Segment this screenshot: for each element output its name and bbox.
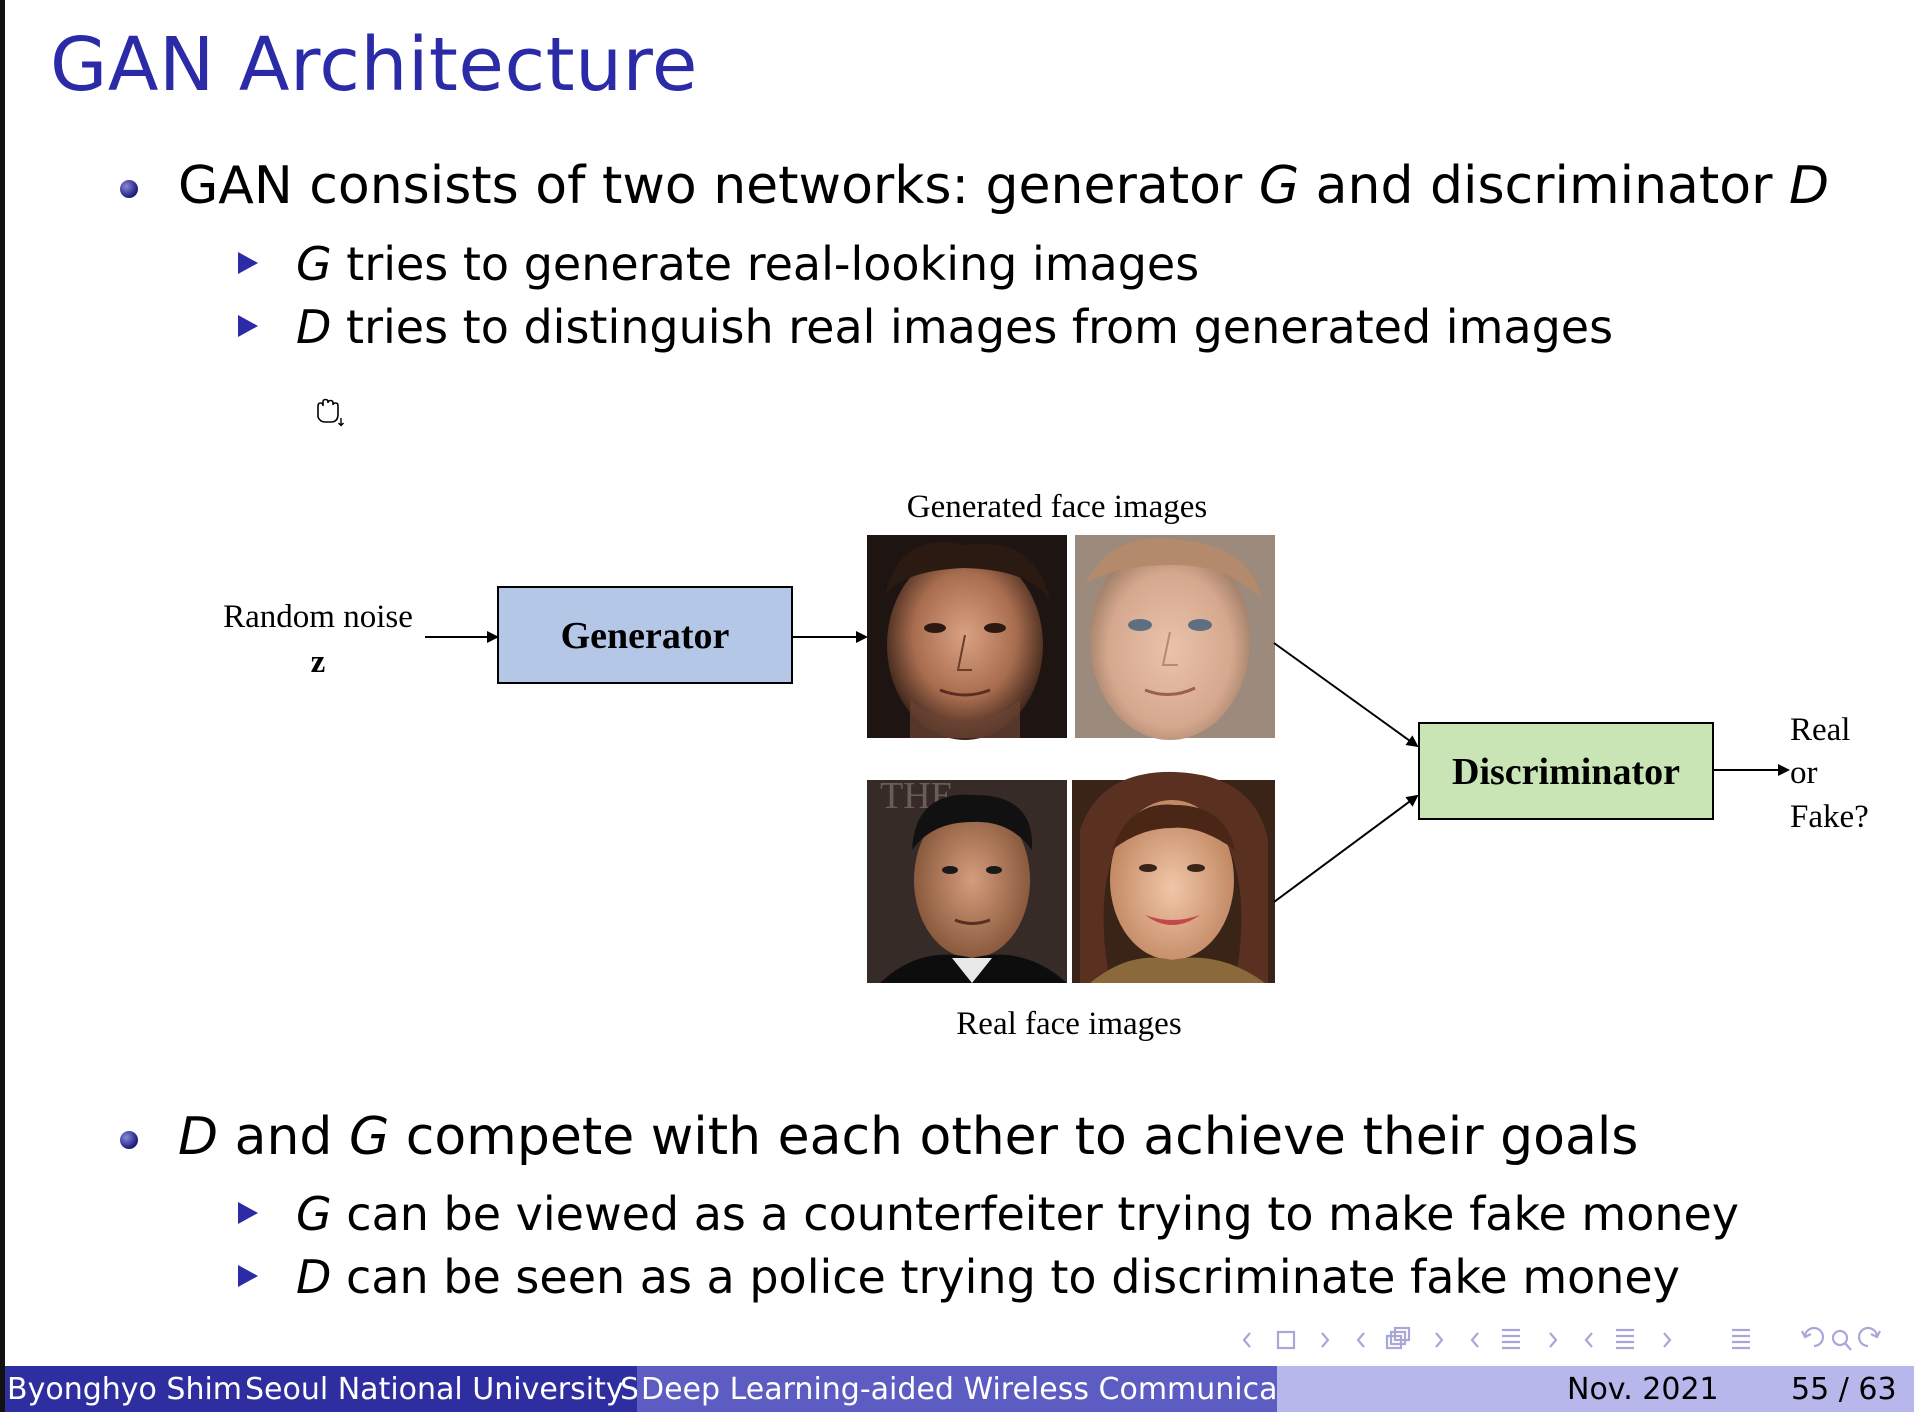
footer-date-section: Nov. 2021 55 / 63 [1277, 1366, 1914, 1412]
sub-text: can be viewed as a counterfeiter trying … [331, 1187, 1740, 1241]
redo-icon[interactable] [1857, 1326, 1881, 1348]
footer-date: Nov. 2021 [1567, 1372, 1719, 1407]
sub-bullet-1-1: G tries to generate real-looking images [296, 237, 1199, 291]
var-G: G [1258, 156, 1300, 216]
generator-box [497, 586, 793, 684]
sub-var: G [296, 237, 332, 291]
nav-frame-icon[interactable] [1242, 1330, 1330, 1350]
sub-bullet-marker [238, 252, 258, 274]
undo-icon[interactable] [1801, 1326, 1825, 1348]
sub-text: can be seen as a police trying to discri… [331, 1250, 1680, 1304]
search-icon[interactable] [1831, 1329, 1852, 1351]
footer-institution: Seoul National University [245, 1372, 624, 1407]
bullet-2-mid: and [218, 1107, 349, 1167]
sub-bullet-marker [238, 1265, 258, 1287]
nav-subsection-icon[interactable] [1356, 1326, 1444, 1350]
sub-bullet-marker [238, 315, 258, 337]
bullet-1-mid: and discriminator [1299, 156, 1790, 216]
generated-caption: Generated face images [907, 489, 1207, 525]
generated-face-image [867, 535, 1067, 740]
footer-page-number: 55 / 63 [1791, 1372, 1897, 1407]
var-G: G [348, 1107, 390, 1167]
bullet-marker [120, 180, 138, 198]
var-D: D [1789, 156, 1830, 216]
hand-cursor-icon [317, 398, 344, 427]
real-caption: Real face images [956, 1006, 1181, 1042]
sub-text: tries to distinguish real images from ge… [331, 300, 1614, 354]
bullet-1-pre: GAN consists of two networks: generator [178, 156, 1259, 216]
real-face-image: THE [867, 775, 1067, 983]
footer-title-section: Deep Learning-aided Wireless Communicati… [637, 1366, 1335, 1412]
generator-label: Generator [561, 615, 730, 657]
output-real: Real [1790, 712, 1850, 748]
nav-section-icon[interactable] [1470, 1328, 1558, 1350]
sub-text: tries to generate real-looking images [331, 237, 1200, 291]
footer: Byonghyo Shim Seoul National University … [0, 1366, 1914, 1412]
arrow-real-to-discriminator [1273, 794, 1419, 903]
bullet-marker [120, 1131, 138, 1149]
bullet-1-text: GAN consists of two networks: generator … [178, 156, 1829, 216]
arrow-generated-to-discriminator [1273, 642, 1419, 748]
discriminator-box [1418, 722, 1714, 820]
nav-subsubsection-icon[interactable] [1584, 1328, 1672, 1350]
navigation-bar [1242, 1326, 1881, 1351]
footer-author: Byonghyo Shim [7, 1372, 243, 1407]
discriminator-label: Discriminator [1452, 751, 1680, 793]
sub-bullet-1-2: D tries to distinguish real images from … [296, 300, 1613, 354]
sub-bullet-2-2: D can be seen as a police trying to disc… [296, 1250, 1680, 1304]
noise-var: z [311, 644, 326, 680]
bullet-2-text: D and G compete with each other to achie… [178, 1107, 1638, 1167]
generated-face-image [1075, 535, 1275, 740]
footer-overflow-char: S [620, 1372, 640, 1407]
slide-title: GAN Architecture [50, 22, 698, 108]
left-edge-bar [0, 0, 5, 1412]
nav-align-icon[interactable] [1732, 1328, 1750, 1350]
bullet-2-post: compete with each other to achieve their… [389, 1107, 1639, 1167]
output-fake: Fake? [1790, 799, 1869, 835]
sub-var: G [296, 1187, 332, 1241]
footer-talk-title: Deep Learning-aided Wireless Communicati… [641, 1372, 1335, 1407]
sub-bullet-2-1: G can be viewed as a counterfeiter tryin… [296, 1187, 1739, 1241]
real-face-image [1072, 771, 1275, 983]
sub-var: D [296, 300, 332, 354]
sub-var: D [296, 1250, 332, 1304]
noise-label: Random noise [223, 599, 413, 635]
output-or: or [1790, 755, 1818, 791]
footer-author-section: Byonghyo Shim Seoul National University … [5, 1366, 640, 1412]
sub-bullet-marker [238, 1202, 258, 1224]
var-D: D [178, 1107, 219, 1167]
